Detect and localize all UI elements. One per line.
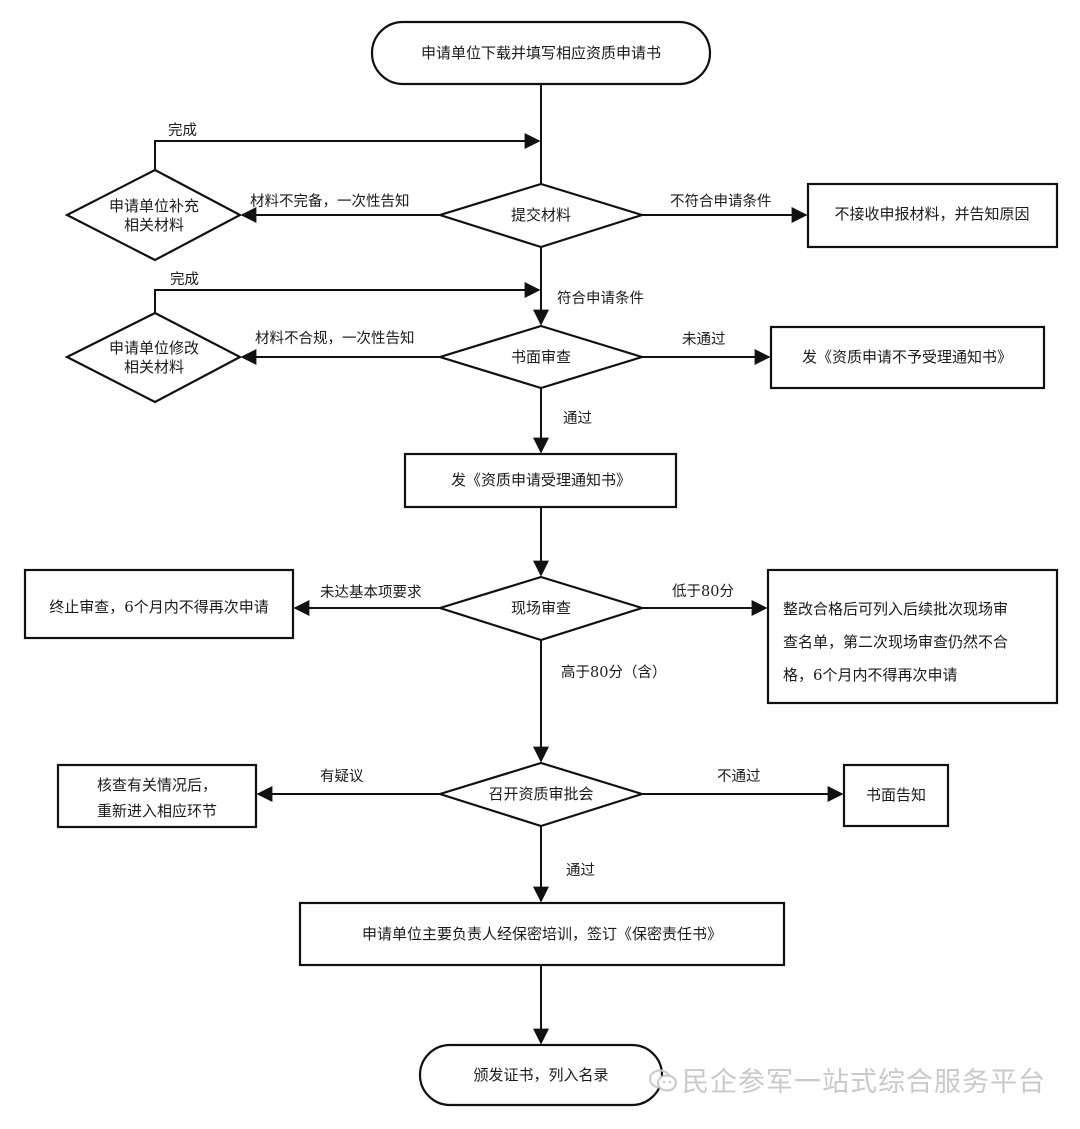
decision-supplement-label-line2: 相关材料 bbox=[124, 216, 184, 234]
edge-label-incomplete: 材料不完备，一次性告知 bbox=[250, 193, 410, 210]
process-reject-submission-label: 不接收申报材料，并告知原因 bbox=[834, 205, 1029, 223]
process-written-notice-label: 书面告知 bbox=[866, 786, 926, 804]
decision-written-review: 书面审查 bbox=[436, 324, 646, 390]
edge-label-basic-not-met: 未达基本项要求 bbox=[320, 584, 422, 601]
decision-onsite-review: 现场审查 bbox=[436, 575, 646, 642]
edge-label-modify-done: 完成 bbox=[170, 271, 199, 288]
end-terminal: 颁发证书，列入名录 bbox=[418, 1043, 664, 1107]
edge-label-below-80: 低于80分 bbox=[672, 583, 734, 600]
process-rectify-label-line1: 整改合格后可列入后续批次现场审 bbox=[783, 600, 1008, 618]
connector-modify-done bbox=[154, 282, 541, 313]
edge-label-non-compliant: 材料不合规，一次性告知 bbox=[255, 330, 415, 347]
decision-modify-label-line1: 申请单位修改 bbox=[109, 339, 199, 357]
process-training-label: 申请单位主要负责人经保密培训，签订《保密责任书》 bbox=[362, 925, 722, 943]
process-not-accepted-notice: 发《资质申请不予受理通知书》 bbox=[769, 325, 1046, 390]
process-rectify-label-line2: 查名单，第二次现场审查仍然不合 bbox=[783, 633, 1008, 651]
process-recheck-label-line1: 核查有关情况后， bbox=[97, 776, 217, 794]
start-terminal-label: 申请单位下载并填写相应资质申请书 bbox=[421, 44, 661, 62]
end-terminal-label: 颁发证书，列入名录 bbox=[473, 1066, 608, 1084]
connector-supplement-done bbox=[154, 133, 541, 170]
decision-supplement: 申请单位补充 相关材料 bbox=[64, 168, 243, 262]
edge-label-eligible: 符合申请条件 bbox=[557, 290, 644, 307]
edge-label-written-failed: 未通过 bbox=[682, 331, 726, 348]
watermark-text: 民企参军一站式综合服务平台 bbox=[682, 1067, 1046, 1098]
edge-label-doubt: 有疑议 bbox=[320, 768, 364, 785]
process-not-accepted-notice-label: 发《资质申请不予受理通知书》 bbox=[802, 348, 1012, 366]
decision-supplement-label-line1: 申请单位补充 bbox=[109, 197, 199, 215]
process-recheck: 核查有关情况后， 重新进入相应环节 bbox=[56, 763, 258, 829]
process-training: 申请单位主要负责人经保密培训，签订《保密责任书》 bbox=[298, 901, 786, 967]
edge-label-meeting-passed: 通过 bbox=[566, 862, 595, 879]
process-accepted-notice: 发《资质申请受理通知书》 bbox=[403, 452, 678, 509]
edge-label-meeting-failed: 不通过 bbox=[717, 768, 761, 785]
process-terminate-label: 终止审查，6个月内不得再次申请 bbox=[49, 598, 269, 616]
process-written-notice: 书面告知 bbox=[842, 763, 950, 828]
process-rectify: 整改合格后可列入后续批次现场审 查名单，第二次现场审查仍然不合 格，6个月内不得… bbox=[766, 568, 1059, 705]
decision-modify: 申请单位修改 相关材料 bbox=[64, 311, 243, 404]
wechat-icon bbox=[648, 1068, 678, 1094]
edge-label-supplement-done: 完成 bbox=[168, 122, 197, 139]
decision-approval-meeting: 召开资质审批会 bbox=[436, 761, 646, 828]
decision-approval-meeting-label: 召开资质审批会 bbox=[488, 785, 593, 803]
decision-submit-label: 提交材料 bbox=[511, 206, 571, 224]
edge-label-above-80: 高于80分（含） bbox=[561, 664, 666, 681]
decision-submit: 提交材料 bbox=[436, 182, 646, 249]
watermark: 民企参军一站式综合服务平台 bbox=[648, 1060, 1046, 1099]
process-rectify-label-line3: 格，6个月内不得再次申请 bbox=[783, 666, 958, 684]
edge-label-not-eligible: 不符合申请条件 bbox=[670, 193, 772, 210]
process-recheck-label-line2: 重新进入相应环节 bbox=[97, 802, 217, 820]
start-terminal: 申请单位下载并填写相应资质申请书 bbox=[370, 20, 712, 86]
process-accepted-notice-label: 发《资质申请受理通知书》 bbox=[451, 471, 631, 489]
process-reject-submission: 不接收申报材料，并告知原因 bbox=[806, 182, 1059, 249]
process-terminate: 终止审查，6个月内不得再次申请 bbox=[23, 568, 295, 640]
decision-modify-label-line2: 相关材料 bbox=[124, 358, 184, 376]
decision-onsite-review-label: 现场审查 bbox=[511, 599, 571, 617]
decision-written-review-label: 书面审查 bbox=[511, 348, 571, 366]
edge-label-written-passed: 通过 bbox=[563, 410, 592, 427]
